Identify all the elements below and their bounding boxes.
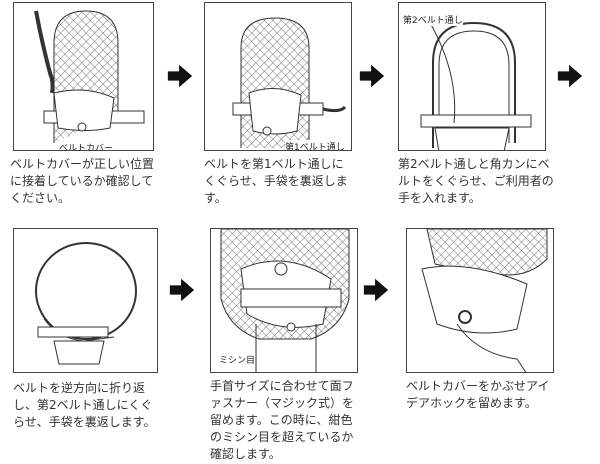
step-4-caption: ベルトを逆方向に折り返し、第2ベルト通しにくぐらせ、手袋を裏返します。 — [13, 381, 156, 429]
label-second-belt-loop: 第2ベルト通し — [403, 13, 463, 26]
arrow-right-icon — [362, 276, 390, 304]
label-first-belt-loop: 第1ベルト通し — [285, 140, 345, 150]
label-perforation: ミシン目 — [219, 353, 256, 366]
arrow-right-icon — [168, 276, 196, 304]
step-5-caption: 手首サイズに合わせて面ファスナー（マジック式）を留めます。この時に、紺色のミシン… — [210, 379, 355, 461]
step-3-illustration: 第2ベルト通し — [398, 2, 546, 151]
step-2-illustration: 第1ベルト通し — [204, 2, 352, 151]
label-belt-cover: ベルトカバー — [59, 141, 114, 150]
step-5-illustration: ミシン目 — [210, 228, 358, 373]
step-4-illustration — [13, 228, 158, 373]
step-1-caption: ベルトカバーが正しい位置に接着しているか確認してください。 — [10, 157, 155, 205]
step-1-illustration: ベルトカバー — [13, 2, 154, 151]
arrow-right-icon — [556, 62, 584, 90]
step-6-caption: ベルトカバーをかぶせアイデアホックを留めます。 — [406, 379, 550, 410]
step-6-illustration — [406, 228, 554, 373]
arrow-right-icon — [166, 62, 194, 90]
step-3-caption: 第2ベルト通しと角カンにベルトをくぐらせ、ご利用者の手を入れます。 — [398, 157, 554, 205]
arrow-right-icon — [358, 62, 386, 90]
step-2-caption: ベルトを第1ベルト通しにくぐらせ、手袋を裏返します。 — [204, 157, 348, 205]
